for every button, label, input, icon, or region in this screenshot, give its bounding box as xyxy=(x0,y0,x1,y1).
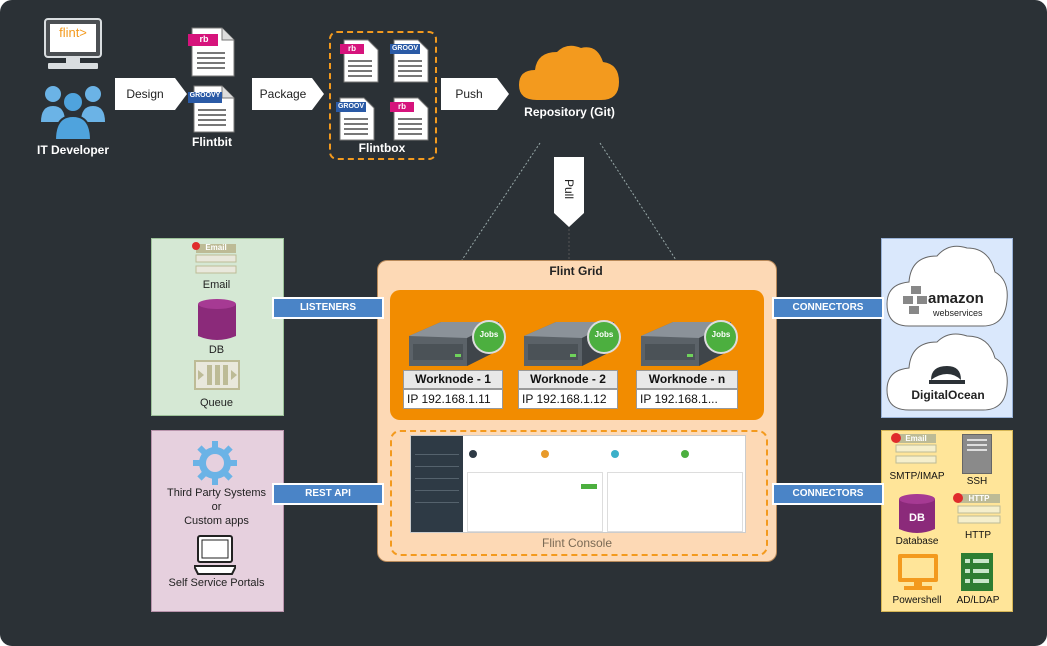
rb-file-icon xyxy=(188,26,236,83)
flintbox-groovy-file-2 xyxy=(336,96,376,147)
push-label: Push xyxy=(455,87,483,101)
groovy-file-icon xyxy=(188,84,236,139)
connectors-button-top[interactable]: CONNECTORS xyxy=(772,297,884,319)
listeners-button[interactable]: LISTENERS xyxy=(272,297,384,319)
queue-label: Queue xyxy=(199,397,234,409)
rb-tag: rb xyxy=(199,34,209,44)
database-label: Database xyxy=(895,536,939,547)
repository-label: Repository (Git) xyxy=(524,105,615,119)
gear-icon xyxy=(192,440,238,491)
worknode-ip-2: IP 192.168.1.12 xyxy=(518,389,618,409)
groovy-tag: GROOVY xyxy=(189,92,221,99)
flintbox-groovy-tag-2: GROOV xyxy=(337,103,365,110)
flintbox-rb-tag-2: rb xyxy=(398,102,406,111)
console-screenshot xyxy=(410,435,746,533)
worknode-name-2: Worknode - 2 xyxy=(518,370,618,389)
email-icon xyxy=(190,242,242,281)
flint-console-label: Flint Console xyxy=(541,536,613,550)
jobs-badge-2 xyxy=(587,320,621,354)
email-tag: Email xyxy=(205,243,227,252)
flint-console-container xyxy=(390,430,768,556)
smtp-email-tag: Email xyxy=(905,434,927,443)
ssh-label: SSH xyxy=(966,476,988,487)
flintbox-groovy-tag-1: GROOV xyxy=(391,45,419,52)
http-tag: HTTP xyxy=(968,494,990,503)
db-icon xyxy=(196,298,238,347)
worknode-ip-n: IP 192.168.1... xyxy=(636,389,738,409)
flintbox-groovy-file-1 xyxy=(390,38,430,89)
db-label: DB xyxy=(208,344,225,356)
smtp-email-icon xyxy=(890,432,940,473)
http-label: HTTP xyxy=(964,530,992,541)
http-icon xyxy=(950,490,1004,533)
package-arrow xyxy=(252,78,324,115)
powershell-label: Powershell xyxy=(892,595,942,606)
flint-logo: flint> xyxy=(59,25,87,40)
design-arrow xyxy=(115,78,187,115)
queue-icon xyxy=(194,360,240,395)
flintbox-label: Flintbox xyxy=(358,141,406,155)
jobs-badge-label-1: Jobs xyxy=(479,330,499,339)
jobs-badge-1 xyxy=(472,320,506,354)
third-party-label: Third Party Systems xyxy=(166,487,267,499)
ad-ldap-label: AD/LDAP xyxy=(956,595,1000,606)
worknode-name-n: Worknode - n xyxy=(636,370,738,389)
flint-grid-title: Flint Grid xyxy=(549,264,603,278)
email-label: Email xyxy=(202,279,231,291)
flintbox-container xyxy=(329,31,437,160)
developer-label: IT Developer xyxy=(36,143,110,157)
laptop-icon xyxy=(192,534,238,581)
design-label: Design xyxy=(126,87,164,101)
server-icon-n xyxy=(637,318,735,377)
digitalocean-cloud-icon xyxy=(885,328,1009,419)
developer-group-icon xyxy=(40,80,106,141)
jobs-badge-label-2: Jobs xyxy=(594,330,614,339)
worknode-ip-1: IP 192.168.1.11 xyxy=(403,389,503,409)
jobs-badge-label-n: Jobs xyxy=(711,330,731,339)
flintbox-rb-tag-1: rb xyxy=(348,44,356,53)
flintbox-rb-file-2 xyxy=(390,96,430,147)
database-icon xyxy=(897,493,937,540)
jobs-badge-n xyxy=(704,320,738,354)
rest-api-button[interactable]: REST API xyxy=(272,483,384,505)
pull-arrow xyxy=(554,157,584,232)
connectors-button-bottom[interactable]: CONNECTORS xyxy=(772,483,884,505)
webservices-label: webservices xyxy=(933,308,983,318)
amazon-label: amazon xyxy=(928,290,984,307)
custom-apps-label: Custom apps xyxy=(184,515,249,527)
database-tag: DB xyxy=(909,512,925,524)
self-service-portals-label: Self Service Portals xyxy=(168,577,265,589)
aws-boxes-icon xyxy=(903,286,929,321)
ad-ldap-icon xyxy=(960,552,994,597)
or-label: or xyxy=(211,501,222,513)
digitalocean-label: DigitalOcean xyxy=(911,388,985,402)
smtp-label: SMTP/IMAP xyxy=(889,471,945,482)
flintbox-rb-file-1 xyxy=(340,38,380,89)
package-label: Package xyxy=(259,87,307,101)
powershell-monitor-icon xyxy=(896,552,940,597)
monitor-icon xyxy=(44,18,102,70)
pull-label: Pull xyxy=(562,178,576,199)
push-arrow xyxy=(441,78,509,115)
ssh-server-icon xyxy=(962,434,992,474)
worknode-name-1: Worknode - 1 xyxy=(403,370,503,389)
flintbit-label: Flintbit xyxy=(192,135,232,149)
repository-cloud-icon xyxy=(515,40,623,109)
